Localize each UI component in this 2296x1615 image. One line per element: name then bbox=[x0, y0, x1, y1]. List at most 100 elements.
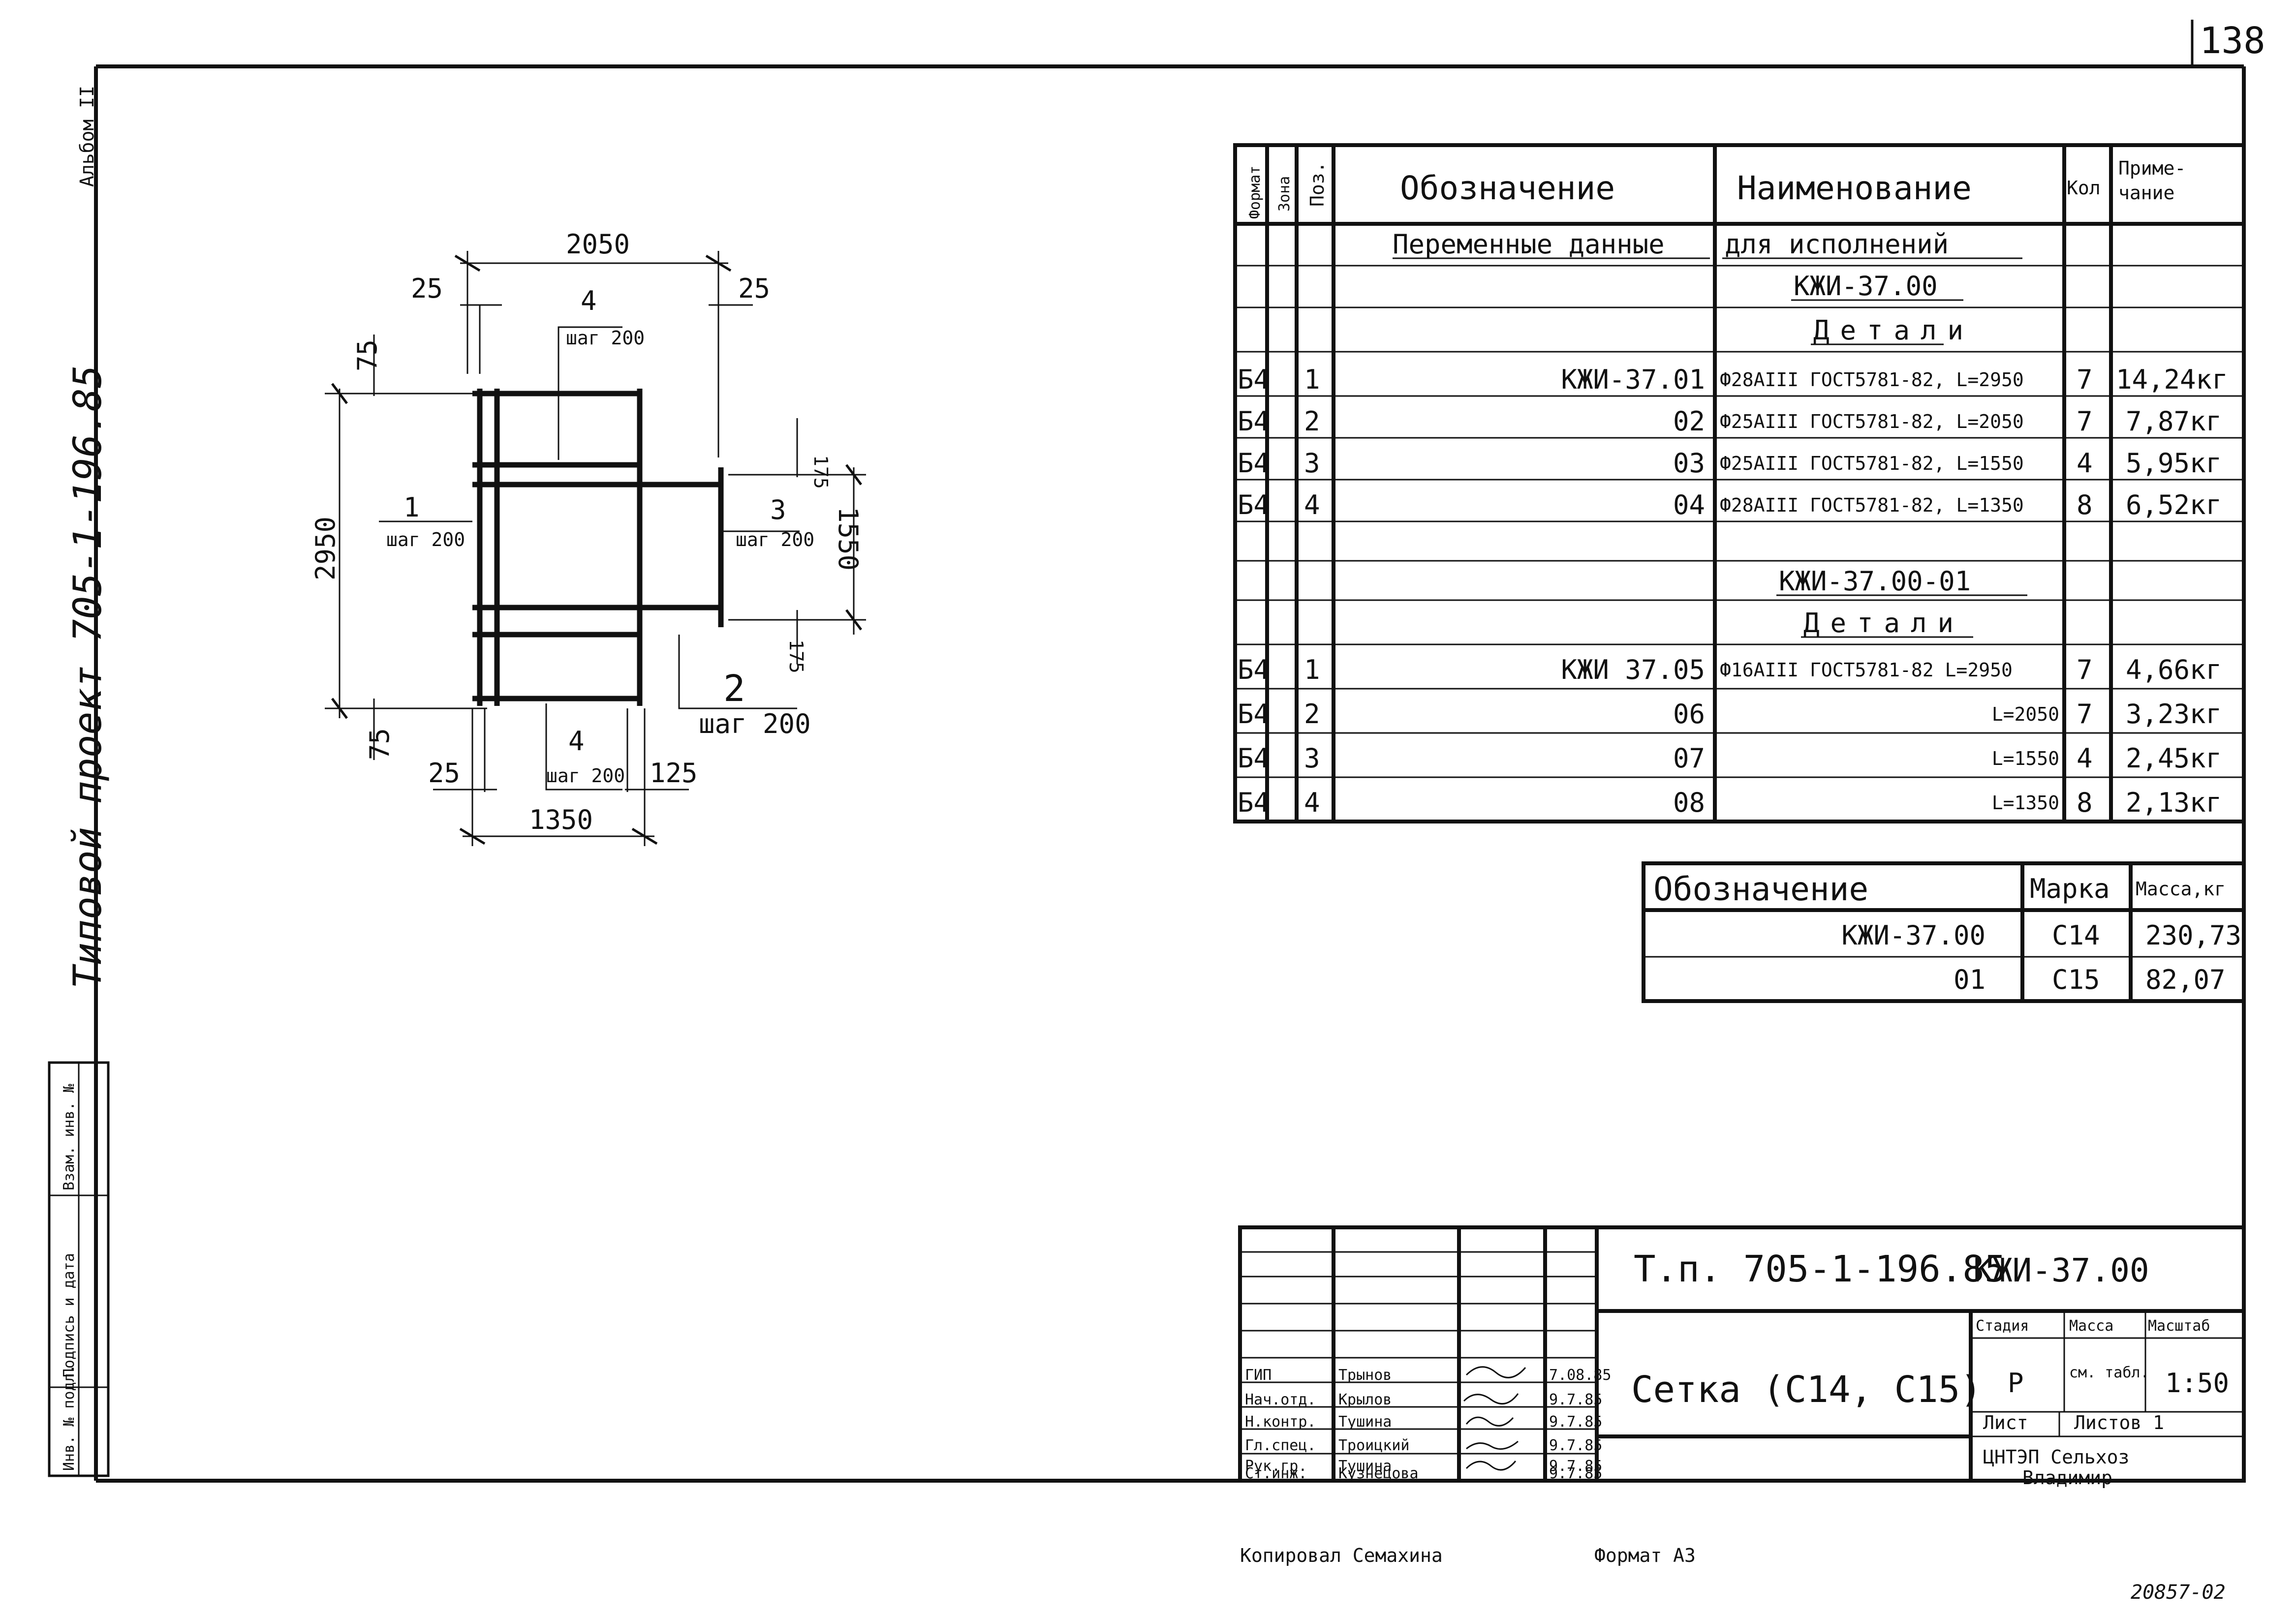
spec-note: 6,52кг bbox=[2126, 489, 2222, 520]
spec-qty: 7 bbox=[2077, 699, 2093, 730]
sheet-number: 138 bbox=[2200, 20, 2265, 62]
spec-header-note: Приме-чание bbox=[2118, 157, 2186, 204]
spec-designation: КЖИ-37.01 bbox=[1561, 364, 1705, 395]
mass-label: Масса bbox=[2069, 1317, 2113, 1335]
dim-bottom-right: 125 bbox=[650, 758, 698, 789]
mass-mark: С14 bbox=[2052, 920, 2100, 951]
spec-designation: 03 bbox=[1673, 448, 1705, 479]
spec-format: Б4 bbox=[1238, 743, 1270, 774]
spec-note: 2,45кг bbox=[2126, 743, 2222, 774]
spec-name: Ф16АIII ГОСТ5781-82 L=2950 bbox=[1720, 659, 2013, 681]
spec-note: 2,13кг bbox=[2126, 787, 2222, 818]
scale-label: Масштаб bbox=[2148, 1317, 2210, 1335]
title-block bbox=[1238, 1225, 2246, 1483]
dim-right-bottom: 175 bbox=[785, 640, 807, 673]
role-date: 9.7.85 bbox=[1549, 1458, 1602, 1475]
callout-label: шаг 200 bbox=[699, 708, 811, 739]
spec-qty: 8 bbox=[2077, 489, 2093, 520]
role-name: Тушина bbox=[1338, 1413, 1392, 1431]
spec-qty: 7 bbox=[2077, 406, 2093, 437]
mass-header-mark: Марка bbox=[2030, 873, 2110, 904]
spec-designation: КЖИ 37.05 bbox=[1561, 654, 1705, 685]
mesh-drawing bbox=[325, 251, 866, 846]
spec-qty: 7 bbox=[2077, 364, 2093, 395]
sheets-label: Листов 1 bbox=[2074, 1412, 2164, 1433]
spec-format: Б4 bbox=[1238, 489, 1270, 520]
dim-left-bottom: 75 bbox=[364, 728, 395, 760]
spec-pos: 3 bbox=[1304, 448, 1320, 479]
callout-num: 2 bbox=[723, 668, 745, 710]
callout-num: 4 bbox=[568, 726, 585, 757]
role-label: Нач.отд. bbox=[1245, 1391, 1316, 1408]
role-name: Тушина bbox=[1338, 1458, 1392, 1475]
spec-format: Б4 bbox=[1238, 699, 1270, 730]
mass-designation: 01 bbox=[1954, 964, 1986, 995]
side-stamp bbox=[48, 1061, 110, 1477]
mass-value: 230,73 bbox=[2145, 920, 2241, 951]
spec-name: Ф25АIII ГОСТ5781-82, L=2050 bbox=[1720, 411, 2024, 432]
scale-value: 1:50 bbox=[2165, 1368, 2229, 1399]
dim-right-total: 1550 bbox=[833, 507, 864, 571]
spec-qty: 4 bbox=[2077, 743, 2093, 774]
signatures bbox=[1463, 1366, 1526, 1471]
archive-number: 20857-02 bbox=[2131, 1581, 2226, 1604]
spec-format: Б4 bbox=[1238, 364, 1270, 395]
role-date: 7.08.85 bbox=[1549, 1367, 1611, 1384]
spec-designation: 07 bbox=[1673, 743, 1705, 774]
callout-label: шаг 200 bbox=[736, 529, 814, 550]
spec-format: Б4 bbox=[1238, 406, 1270, 437]
callout-label: шаг 200 bbox=[386, 529, 465, 550]
mass-value: 82,07 bbox=[2145, 964, 2226, 995]
spec-variable-data-left: Переменные данные bbox=[1393, 229, 1665, 260]
role-date: 9.7.85 bbox=[1549, 1391, 1602, 1408]
mass-designation: КЖИ-37.00 bbox=[1841, 920, 1986, 951]
project-number-vertical: Типовой проект 705-1-196.85 bbox=[66, 365, 110, 989]
spec-qty: 7 bbox=[2077, 654, 2093, 685]
spec-pos: 3 bbox=[1304, 743, 1320, 774]
spec-note: 4,66кг bbox=[2126, 654, 2222, 685]
stamp-label-sign: Подпись и дата bbox=[61, 1253, 78, 1377]
role-label: Гл.спец. bbox=[1245, 1437, 1316, 1454]
spec-pos: 2 bbox=[1304, 406, 1320, 437]
album-label: Альбом II bbox=[76, 86, 98, 187]
callout-num: 3 bbox=[770, 494, 786, 525]
callout-label: шаг 200 bbox=[566, 327, 645, 349]
doc-title: Сетка (С14, С15) bbox=[1631, 1369, 1982, 1411]
dim-bottom-total: 1350 bbox=[529, 804, 593, 835]
spec-note: 7,87кг bbox=[2126, 406, 2222, 437]
mass-table bbox=[1642, 861, 2246, 1003]
role-name: Трынов bbox=[1338, 1367, 1392, 1384]
spec-format: Б4 bbox=[1238, 448, 1270, 479]
stage-label: Стадия bbox=[1976, 1317, 2029, 1335]
spec-header-designation: Обозначение bbox=[1400, 169, 1615, 207]
spec-qty: 4 bbox=[2077, 448, 2093, 479]
callout-num: 1 bbox=[403, 492, 420, 523]
callout-label: шаг 200 bbox=[546, 765, 625, 787]
doc-mark: КЖИ-37.00 bbox=[1973, 1251, 2149, 1289]
dim-bottom-left: 25 bbox=[428, 758, 460, 789]
callout-num: 4 bbox=[581, 285, 597, 316]
stamp-label-inv: Инв. № подл. bbox=[61, 1364, 78, 1471]
spec-designation: 02 bbox=[1673, 406, 1705, 437]
role-name: Кузнецова bbox=[1338, 1465, 1419, 1482]
role-label: Ст.инж. bbox=[1245, 1465, 1307, 1482]
spec-header-format: Формат bbox=[1246, 166, 1264, 219]
role-name: Троицкий bbox=[1338, 1437, 1410, 1454]
spec-note: 5,95кг bbox=[2126, 448, 2222, 479]
spec-pos: 1 bbox=[1304, 654, 1320, 685]
spec-variable-data-right: для исполнений bbox=[1725, 229, 1949, 260]
sheet-label: Лист bbox=[1983, 1412, 2028, 1433]
stamp-label-replace: Взам. инв. № bbox=[61, 1084, 78, 1190]
copied-by: Копировал Семахина bbox=[1240, 1545, 1443, 1566]
doc-code: Т.п. 705-1-196.85 bbox=[1634, 1248, 2006, 1290]
spec-header-name: Наименование bbox=[1737, 169, 1972, 207]
dim-right-top: 175 bbox=[810, 455, 832, 489]
role-date: 9.7.85 bbox=[1549, 1465, 1602, 1482]
spec-pos: 1 bbox=[1304, 364, 1320, 395]
dim-top-right: 25 bbox=[738, 273, 770, 304]
mass-header-designation: Обозначение bbox=[1653, 870, 1868, 908]
spec-format: Б4 bbox=[1238, 787, 1270, 818]
spec-designation: 04 bbox=[1673, 489, 1705, 520]
